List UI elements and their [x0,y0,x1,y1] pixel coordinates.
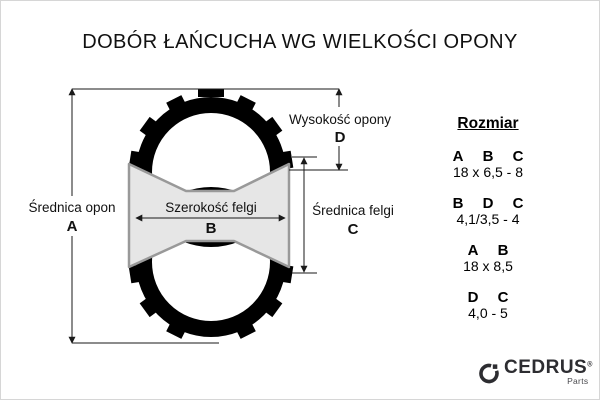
dimension-tire-height: Wysokość opony D [289,88,391,171]
letter-c: C [348,221,359,238]
registered-mark: ® [587,361,593,369]
tread-lug [198,89,224,97]
logo-brand: CEDRUS [504,357,588,378]
dimension-tire-diameter: Średnica opon A [28,88,339,344]
letter-a: A [67,218,78,235]
size-row-value: 18 x 8,5 [463,258,513,274]
tread-lug [139,116,157,136]
label-rim-width: Szerokość felgi [165,200,257,215]
tire-diagram: Średnica opon A Wysokość opony D Średnic… [28,88,394,344]
tread-lug [166,95,185,110]
tread-lug [166,324,185,339]
size-panel-heading: Rozmiar [457,115,519,132]
logo-text: CEDRUS® Parts [504,357,592,386]
letter-d: D [335,129,346,146]
size-row-value: 4,1/3,5 - 4 [456,211,520,227]
label-tire-height: Wysokość opony [289,112,391,127]
size-row-value: 18 x 6,5 - 8 [452,164,524,180]
tread-lug [265,298,283,318]
tread-lug [139,298,157,318]
cedrus-logo-icon [479,363,499,384]
tread-lug [265,116,283,136]
label-tire-diameter: Średnica opon [28,200,115,215]
dimension-rim-width: Szerokość felgi B [135,200,286,237]
rim-profile [127,162,291,269]
dimension-rim-diameter: Średnica felgi C [292,156,394,274]
cedrus-logo: CEDRUS® Parts [478,357,592,386]
tread-lug [237,95,256,110]
label-rim-diameter: Średnica felgi [312,203,394,218]
page-title: DOBÓR ŁAŃCUCHA WG WIELKOŚCI OPONY [82,31,518,53]
size-row-value: 4,0 - 5 [468,305,508,321]
letter-b: B [206,220,217,237]
tread-lug [237,324,256,339]
logo-sub: Parts [567,376,589,386]
